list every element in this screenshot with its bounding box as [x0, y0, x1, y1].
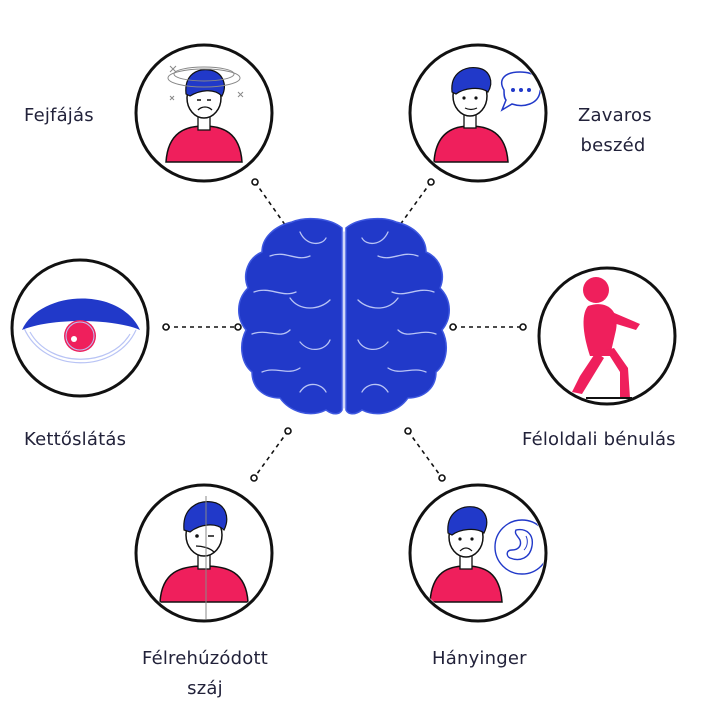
symptom-speech-icon — [408, 43, 548, 183]
connector-nausea — [404, 427, 446, 482]
symptom-vision-icon — [10, 258, 150, 398]
label-speech-line1: Zavaros — [578, 105, 652, 126]
symptom-paralysis-icon — [537, 266, 677, 406]
label-headache-text: Fejfájás — [24, 105, 94, 126]
label-paralysis-text: Féloldali bénulás — [522, 429, 676, 450]
label-mouth: Félrehúzódott száj — [134, 644, 276, 704]
label-paralysis: Féloldali bénulás — [522, 425, 676, 455]
connector-mouth — [250, 427, 292, 482]
connector-paralysis — [449, 323, 527, 331]
label-vision: Kettőslátás — [24, 425, 126, 455]
label-headache: Fejfájás — [24, 101, 94, 131]
symptom-headache-icon — [134, 43, 274, 183]
label-nausea-text: Hányinger — [432, 648, 527, 669]
connector-vision — [162, 323, 242, 331]
brain-icon — [238, 217, 450, 415]
symptom-nausea-icon — [408, 483, 548, 623]
symptom-mouth-icon — [134, 483, 274, 623]
label-speech-line2: beszéd — [580, 135, 646, 156]
label-speech: Zavaros beszéd — [578, 101, 652, 161]
label-mouth-line1: Félrehúzódott — [142, 648, 268, 669]
label-vision-text: Kettőslátás — [24, 429, 127, 450]
label-nausea: Hányinger — [432, 644, 527, 674]
label-mouth-line2: száj — [187, 678, 223, 699]
